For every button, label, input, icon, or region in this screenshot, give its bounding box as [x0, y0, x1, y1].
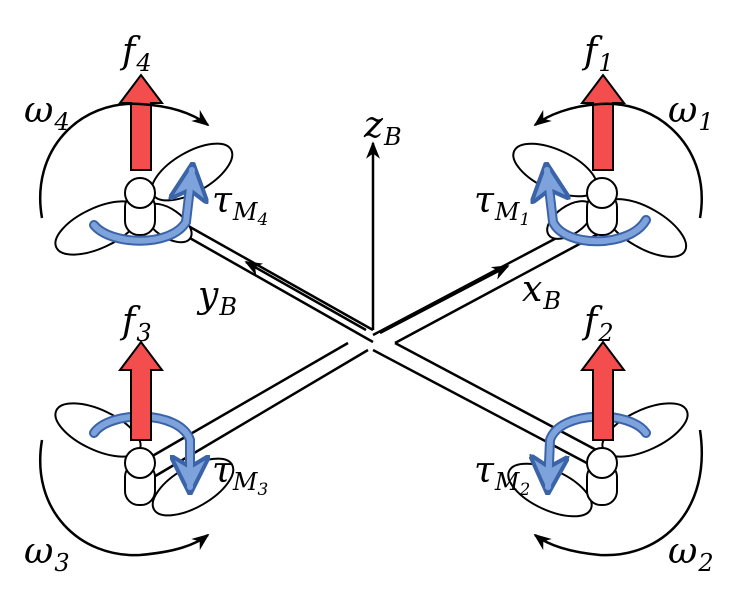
spin-arcs: [39, 102, 703, 557]
thrust-arrow-4: [118, 73, 164, 171]
thrust-arrow-1: [580, 73, 626, 171]
y-axis-label: yB: [198, 275, 237, 321]
speed-label-1: ω1: [668, 90, 714, 136]
thrust-arrows: [118, 73, 626, 441]
torque-label-4: τM4: [212, 180, 269, 230]
body-axes: [244, 141, 510, 335]
speed-label-3: ω3: [24, 531, 70, 577]
force-label-1: f1: [584, 31, 614, 77]
thrust-arrow-3: [118, 340, 164, 441]
spin-arc-4: [39, 102, 210, 219]
speed-label-4: ω4: [24, 90, 70, 136]
force-label-4: f4: [122, 31, 152, 77]
x-axis-label: xB: [522, 269, 561, 315]
y-axis-arrow: [244, 260, 367, 332]
torque-label-1: τM1: [474, 180, 531, 230]
torque-label-3: τM3: [212, 450, 269, 500]
spin-arc-3: [39, 439, 210, 557]
torque-label-2: τM2: [474, 450, 531, 500]
force-label-2: f2: [584, 301, 614, 347]
frame-arms: [141, 198, 601, 480]
x-axis-arrow: [379, 264, 510, 335]
spin-arc-1: [533, 102, 703, 219]
force-label-3: f3: [122, 301, 152, 347]
z-axis-label: zB: [364, 105, 402, 151]
thrust-arrow-2: [580, 340, 626, 441]
spin-arc-2: [533, 429, 703, 557]
torque-arrows: [89, 170, 651, 487]
arm-2: [372, 341, 601, 472]
speed-label-2: ω2: [668, 531, 714, 577]
